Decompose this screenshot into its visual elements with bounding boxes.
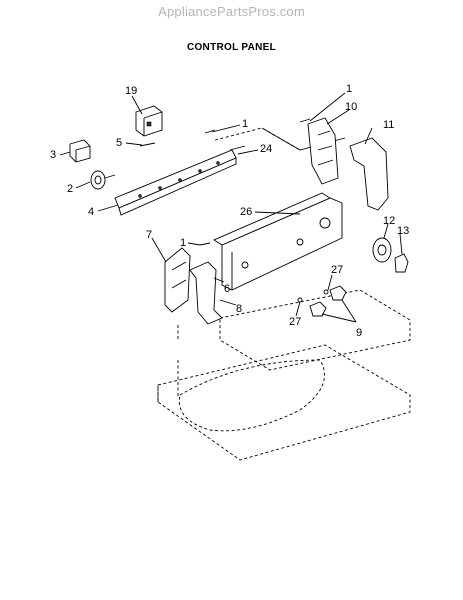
- end-cap-part-8: [189, 261, 223, 325]
- end-cap-part-11: [349, 137, 389, 211]
- control-panel-part-26: [213, 192, 343, 291]
- callout-9: 9: [356, 327, 362, 339]
- diagram-title: CONTROL PANEL: [186, 42, 277, 53]
- callout-1: 1: [346, 83, 352, 95]
- console-end-part-7: [164, 247, 191, 313]
- rotary-switch-part-2: [90, 170, 116, 190]
- callout-4: 4: [88, 206, 94, 218]
- callout-5: 5: [116, 137, 122, 149]
- callout-2: 2: [67, 183, 73, 195]
- console-backline: [214, 127, 301, 151]
- callout-labels: 19 1 1 10 11 5 24 3 2 4 26 12 13 7 1 27 …: [50, 83, 409, 339]
- switch-knobs-part-9: [297, 285, 347, 317]
- callout-1: 1: [242, 118, 248, 130]
- screws: [139, 118, 311, 246]
- callout-19: 19: [125, 85, 137, 97]
- knob-skirt-part-12: [372, 237, 392, 263]
- console-end-part-10: [307, 117, 339, 185]
- knob-part-13: [394, 253, 409, 273]
- callout-27: 27: [331, 264, 343, 276]
- callout-10: 10: [345, 101, 357, 113]
- callout-1: 1: [180, 237, 186, 249]
- callout-11: 11: [383, 119, 394, 131]
- leader-lines: [59, 92, 403, 323]
- callout-24: 24: [260, 143, 272, 155]
- timer-part-19: [135, 105, 163, 137]
- callout-3: 3: [50, 149, 56, 161]
- callout-27: 27: [289, 316, 301, 328]
- callout-6: 6: [224, 283, 230, 295]
- callout-12: 12: [383, 215, 395, 227]
- callout-7: 7: [146, 229, 152, 241]
- switch-part-3: [69, 139, 91, 163]
- console-bracket-part-4: [114, 149, 237, 216]
- callout-13: 13: [397, 225, 409, 237]
- callout-26: 26: [240, 206, 252, 218]
- callout-8: 8: [236, 303, 242, 315]
- washer-top-outline: [157, 289, 411, 461]
- watermark: AppliancePartsPros.com: [158, 4, 305, 19]
